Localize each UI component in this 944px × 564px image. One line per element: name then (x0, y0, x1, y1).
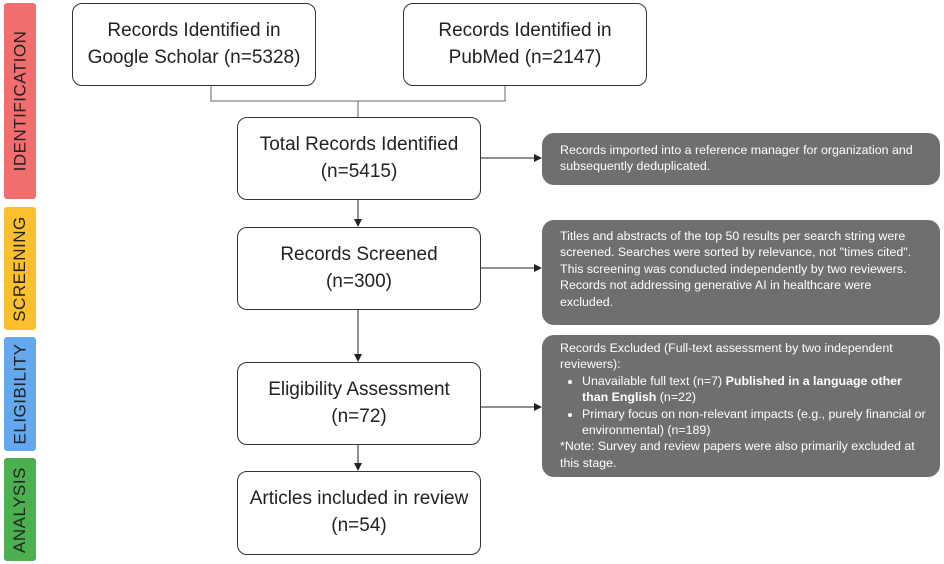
box-total-records-line2: (n=5415) (320, 160, 398, 182)
box-records-screened-line1: Records Screened (280, 243, 438, 265)
stage-label-screening: SCREENING (4, 207, 36, 330)
note-deduplication-text: Records imported into a reference manage… (560, 143, 913, 174)
box-total-records-line1: Total Records Identified (259, 133, 459, 155)
note-records-excluded: Records Excluded (Full-text assessment b… (542, 335, 940, 477)
merge-bracket (210, 86, 506, 102)
note-excluded-heading: Records Excluded (Full-text assessment b… (560, 341, 893, 372)
box-records-screened-line2: (n=300) (325, 270, 393, 292)
note-excluded-item-1-a: Unavailable full text (n=7) (582, 373, 726, 388)
stage-label-identification: IDENTIFICATION (4, 3, 36, 199)
note-excluded-list: Unavailable full text (n=7) Published in… (560, 373, 926, 439)
box-eligibility-assessment: Eligibility Assessment (n=72) (237, 362, 481, 445)
box-articles-included: Articles included in review (n=54) (237, 471, 481, 555)
note-excluded-item-2: Primary focus on non-relevant impacts (e… (582, 406, 926, 439)
box-pubmed-line2: PubMed (n=2147) (448, 46, 602, 68)
note-screening: Titles and abstracts of the top 50 resul… (542, 220, 940, 325)
note-excluded-footnote: *Note: Survey and review papers were als… (560, 439, 915, 470)
box-pubmed: Records Identified in PubMed (n=2147) (403, 3, 647, 86)
box-articles-included-line1: Articles included in review (249, 488, 469, 510)
box-eligibility-assessment-line2: (n=72) (331, 405, 387, 427)
box-eligibility-assessment-line1: Eligibility Assessment (268, 378, 450, 400)
box-articles-included-line2: (n=54) (331, 515, 387, 536)
note-deduplication: Records imported into a reference manage… (542, 133, 940, 185)
box-google-scholar: Records Identified in Google Scholar (n=… (72, 3, 316, 86)
note-excluded-item-1-b: (n=22) (656, 390, 696, 405)
note-excluded-item-1-bold: Published in a language other than Engli… (582, 373, 902, 405)
note-screening-text: Titles and abstracts of the top 50 resul… (560, 229, 912, 309)
stage-label-eligibility: ELIGIBILITY (4, 337, 36, 451)
stage-label-analysis: ANALYSIS (4, 458, 36, 561)
box-total-records: Total Records Identified (n=5415) (237, 117, 481, 200)
box-google-scholar-line2: Google Scholar (n=5328) (87, 46, 301, 68)
box-pubmed-line1: Records Identified in (438, 19, 612, 41)
box-google-scholar-line1: Records Identified in (107, 19, 281, 41)
box-records-screened: Records Screened (n=300) (237, 227, 481, 310)
note-excluded-item-1: Unavailable full text (n=7) Published in… (582, 373, 926, 406)
